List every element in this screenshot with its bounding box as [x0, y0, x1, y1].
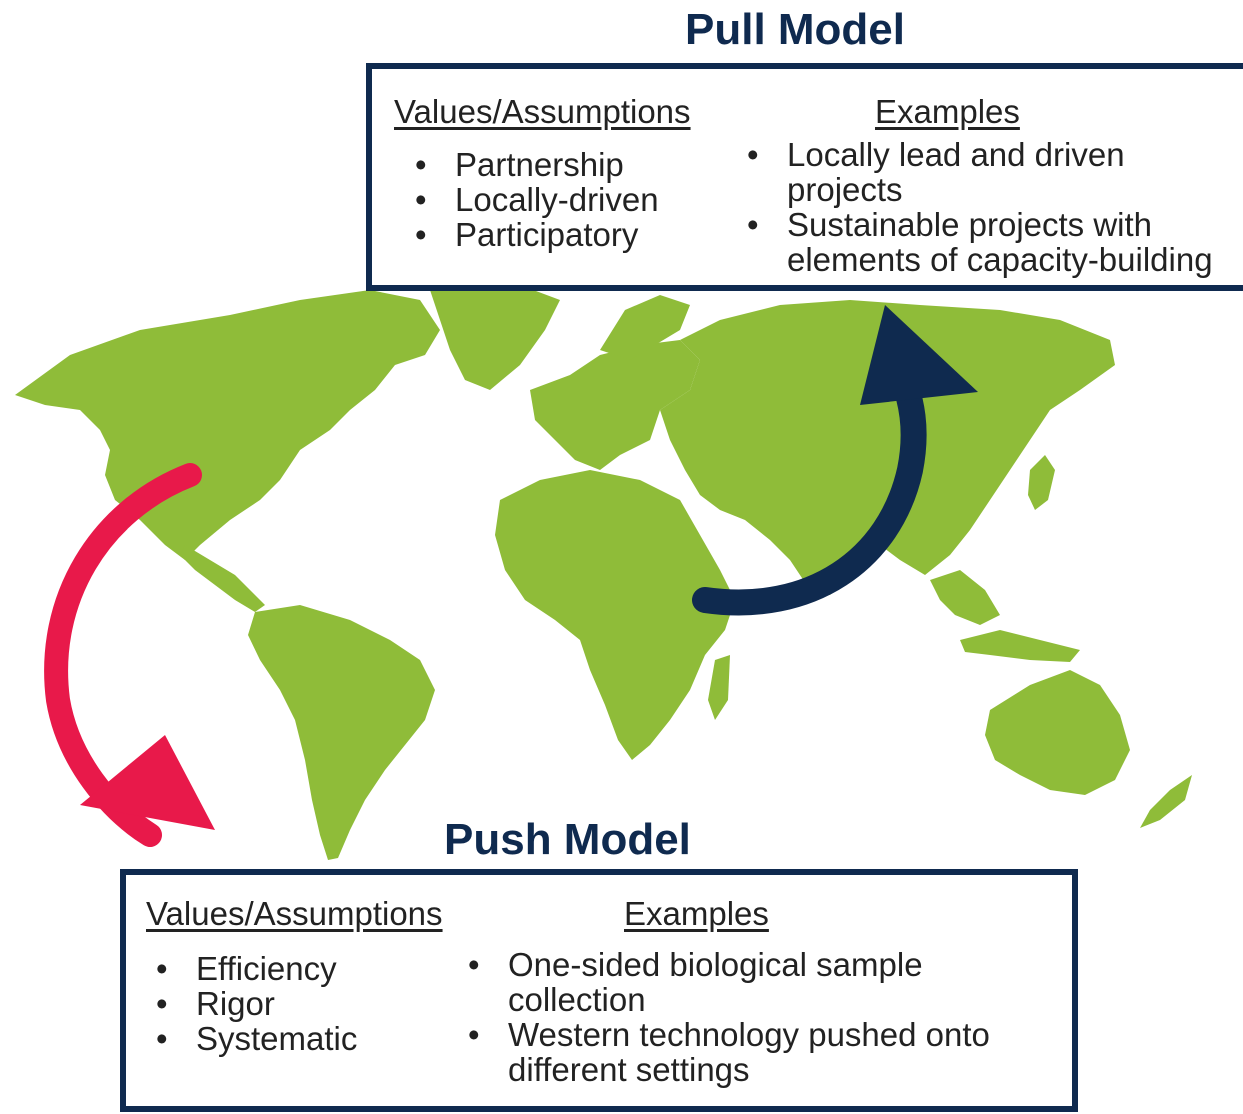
push-examples-list: One-sided biological sample collection W… — [468, 947, 1048, 1087]
pull-values-list: Partnership Locally-driven Participatory — [415, 147, 659, 252]
madagascar — [708, 655, 730, 720]
pull-values-heading: Values/Assumptions — [394, 93, 691, 130]
southeast-asia — [930, 570, 1000, 625]
pull-arrowhead — [860, 305, 978, 405]
pull-value-item: Locally-driven — [415, 182, 659, 217]
pull-arrow-curve — [692, 357, 927, 616]
japan — [1028, 455, 1055, 510]
pull-model-panel: Values/Assumptions Examples Partnership … — [366, 63, 1243, 291]
push-value-item: Systematic — [156, 1021, 357, 1056]
push-values-heading: Values/Assumptions — [146, 895, 443, 932]
africa — [495, 470, 735, 760]
greenland — [430, 285, 560, 390]
asia — [660, 300, 1115, 595]
push-model-panel: Values/Assumptions Examples Efficiency R… — [120, 869, 1078, 1112]
pull-example-item: Locally lead and driven projects — [747, 137, 1243, 207]
pull-examples-list: Locally lead and driven projects Sustain… — [747, 137, 1243, 277]
push-example-item: Western technology pushed onto different… — [468, 1017, 1048, 1087]
central-america — [180, 545, 265, 612]
pull-value-item: Participatory — [415, 217, 659, 252]
south-america — [248, 605, 435, 860]
push-arrowhead — [80, 735, 215, 830]
scandinavia — [600, 295, 690, 360]
new-zealand — [1140, 775, 1192, 828]
push-examples-heading: Examples — [624, 895, 769, 932]
australia — [985, 670, 1130, 795]
indonesia — [960, 630, 1080, 662]
push-value-item: Rigor — [156, 986, 357, 1021]
north-america — [15, 290, 440, 560]
pull-example-item: Sustainable projects with elements of ca… — [747, 207, 1243, 277]
push-model-title: Push Model — [444, 815, 691, 864]
push-values-list: Efficiency Rigor Systematic — [156, 951, 357, 1056]
pull-model-title: Pull Model — [685, 5, 905, 54]
europe — [530, 340, 700, 470]
push-example-item: One-sided biological sample collection — [468, 947, 1048, 1017]
pull-examples-heading: Examples — [875, 93, 1020, 130]
pull-value-item: Partnership — [415, 147, 659, 182]
push-value-item: Efficiency — [156, 951, 357, 986]
